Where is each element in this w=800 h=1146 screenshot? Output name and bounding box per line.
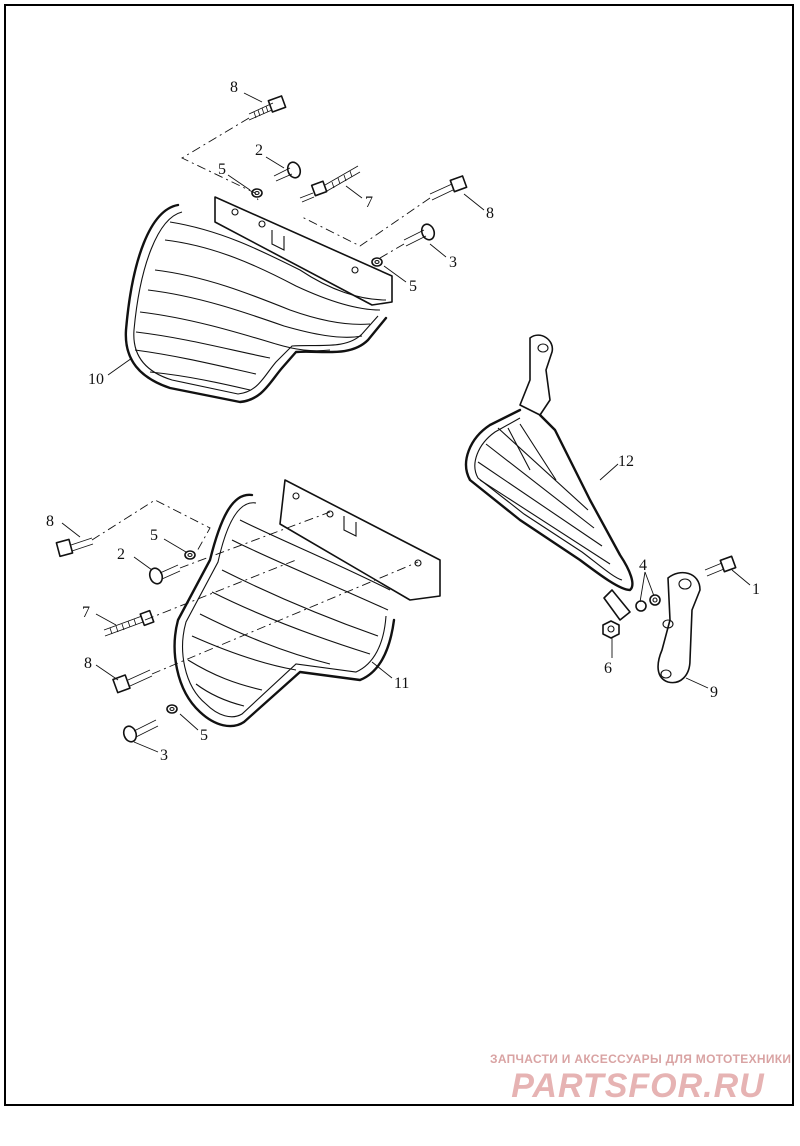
centerline-upper-a bbox=[181, 117, 259, 201]
washer-5-lower-b bbox=[166, 704, 178, 714]
callout-3: 3 bbox=[449, 254, 457, 271]
washer-5-upper-b bbox=[371, 257, 383, 267]
callout-12: 12 bbox=[618, 453, 634, 470]
callout-5: 5 bbox=[150, 527, 158, 544]
callout-3: 3 bbox=[160, 747, 168, 764]
callout-2: 2 bbox=[117, 546, 125, 563]
watermark-logo-text: PARTSFOR.RU bbox=[511, 1067, 765, 1104]
callout-7: 7 bbox=[365, 194, 373, 211]
centerline-upper-c bbox=[379, 243, 405, 259]
callout-10: 10 bbox=[88, 371, 104, 388]
bolt-8-lower-b bbox=[112, 669, 153, 694]
callout-8: 8 bbox=[46, 513, 54, 530]
arm-bracket-9 bbox=[657, 571, 701, 684]
washers-4 bbox=[635, 594, 661, 612]
watermark-logo: PARTSFOR.RU bbox=[511, 1067, 765, 1104]
callout-7: 7 bbox=[82, 604, 90, 621]
callout-8: 8 bbox=[230, 79, 238, 96]
diagram-frame bbox=[4, 4, 794, 1106]
bolt-1 bbox=[704, 555, 737, 577]
screw-3-upper bbox=[403, 223, 436, 247]
guard-upper-10 bbox=[124, 196, 393, 404]
centerline-lower-b bbox=[179, 511, 331, 569]
screw-2-lower bbox=[148, 564, 181, 585]
callout-5: 5 bbox=[200, 727, 208, 744]
callout-8: 8 bbox=[84, 655, 92, 672]
callout-5: 5 bbox=[218, 161, 226, 178]
callout-8: 8 bbox=[486, 205, 494, 222]
callout-9: 9 bbox=[710, 684, 718, 701]
guard-side-12 bbox=[464, 334, 634, 621]
bolt-8-lower-a bbox=[55, 537, 94, 558]
callout-1: 1 bbox=[752, 581, 760, 598]
centerline-upper-b bbox=[299, 197, 431, 247]
callout-6: 6 bbox=[604, 660, 612, 677]
nut-6 bbox=[602, 620, 620, 639]
bolt-8-upper-b bbox=[429, 175, 468, 201]
callout-4: 4 bbox=[639, 557, 647, 574]
callout-11: 11 bbox=[394, 675, 409, 692]
callout-5: 5 bbox=[409, 278, 417, 295]
washer-5-upper-a bbox=[251, 188, 263, 198]
centerline-lower-d bbox=[144, 559, 297, 621]
callout-2: 2 bbox=[255, 142, 263, 159]
washer-5-lower-a bbox=[184, 550, 196, 560]
stud-7-upper bbox=[299, 165, 361, 203]
screw-2-upper bbox=[273, 161, 302, 182]
screw-3-lower bbox=[122, 719, 159, 743]
stud-7-lower bbox=[103, 609, 155, 637]
leader-lines bbox=[61, 92, 751, 753]
bolt-8-upper-a bbox=[248, 95, 287, 121]
watermark-tagline: ЗАПЧАСТИ И АКСЕССУАРЫ ДЛЯ МОТОТЕХНИКИ bbox=[490, 1052, 792, 1066]
